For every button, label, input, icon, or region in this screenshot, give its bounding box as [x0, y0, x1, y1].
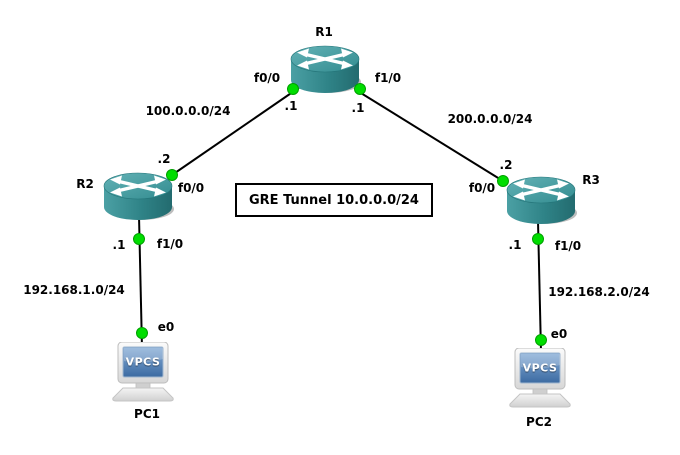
pc1-icon[interactable] — [112, 342, 174, 402]
node-label-r2: R2 — [76, 177, 94, 191]
port-dot-pc1-e0 — [136, 327, 148, 339]
network-label-192-1: 192.168.1.0/24 — [23, 283, 125, 297]
port-dot-pc2-e0 — [535, 334, 547, 346]
link-r1-r3[interactable] — [355, 89, 504, 182]
addr-label-r1-f0-0: .1 — [284, 99, 298, 113]
port-dot-r1-f1-0 — [354, 83, 366, 95]
router-r2-icon[interactable] — [102, 172, 174, 222]
pc2-screen-text: VPCS — [522, 361, 558, 375]
router-r3-icon[interactable] — [505, 176, 577, 226]
iface-label-r1-f0-0: f0/0 — [253, 71, 281, 85]
port-dot-r3-f1-0 — [532, 233, 544, 245]
addr-label-r2-f1-0: .1 — [112, 238, 126, 252]
network-label-100: 100.0.0.0/24 — [145, 104, 231, 118]
gre-tunnel-text: GRE Tunnel 10.0.0.0/24 — [249, 192, 419, 208]
iface-label-r2-f0-0: f0/0 — [177, 181, 205, 195]
network-label-192-2: 192.168.2.0/24 — [548, 285, 650, 299]
node-label-pc2: PC2 — [526, 415, 552, 429]
iface-label-r3-f1-0: f1/0 — [554, 239, 582, 253]
port-dot-r3-f0-0 — [497, 175, 509, 187]
port-dot-r2-f1-0 — [133, 233, 145, 245]
addr-label-r1-f1-0: .1 — [351, 101, 365, 115]
pc2-icon[interactable] — [509, 348, 571, 408]
gre-tunnel-annotation: GRE Tunnel 10.0.0.0/24 — [235, 183, 433, 217]
link-r2-r1[interactable] — [171, 86, 301, 176]
node-label-r1: R1 — [315, 25, 333, 39]
addr-label-r2-f0-0: .2 — [157, 152, 171, 166]
addr-label-r3-f1-0: .1 — [508, 238, 522, 252]
router-r1-icon[interactable] — [289, 45, 361, 95]
port-dot-r1-f0-0 — [287, 83, 299, 95]
network-label-200: 200.0.0.0/24 — [447, 112, 533, 126]
addr-label-r3-f0-0: .2 — [499, 158, 513, 172]
node-label-r3: R3 — [582, 173, 600, 187]
iface-label-pc1-e0: e0 — [157, 320, 175, 334]
iface-label-r1-f1-0: f1/0 — [374, 71, 402, 85]
pc1-screen-text: VPCS — [125, 355, 161, 369]
node-label-pc1: PC1 — [134, 407, 160, 421]
iface-label-pc2-e0: e0 — [550, 327, 568, 341]
port-dot-r2-f0-0 — [166, 169, 178, 181]
iface-label-r3-f0-0: f0/0 — [468, 181, 496, 195]
iface-label-r2-f1-0: f1/0 — [156, 237, 184, 251]
